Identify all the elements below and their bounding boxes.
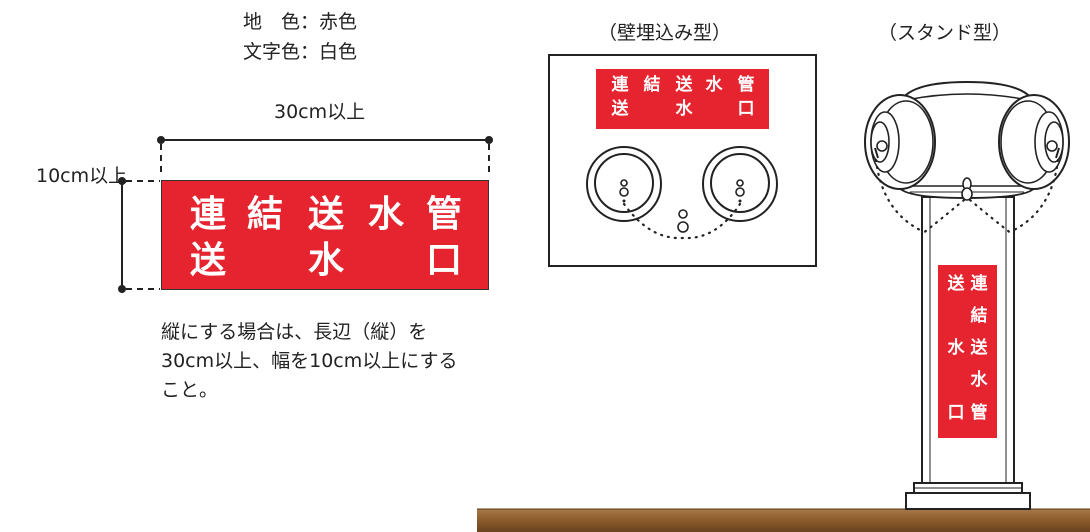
width-dimension-label: 30cm以上 <box>274 101 366 123</box>
note-line: こと。 <box>161 379 219 401</box>
sign-char: 水 <box>367 194 404 235</box>
sign-char: 結 <box>643 75 661 95</box>
sign-char: 送 <box>675 75 693 95</box>
sign-char: 連 <box>970 274 988 294</box>
stand-type-vertical-sign: 連 結 送 水 管 送 水 口 <box>938 265 997 438</box>
sign-char: 連 <box>611 75 629 95</box>
vertical-orientation-note: 縦にする場合は、長辺（縦）を 30cm以上、幅を10cm以上にする こと。 <box>161 318 457 405</box>
sign-char: 水 <box>307 240 344 281</box>
sign-char: 送 <box>611 99 629 119</box>
sign-char: 管 <box>737 75 755 95</box>
ground-color-spec: 地 色：赤色 <box>243 11 358 33</box>
sign-char: 結 <box>246 194 283 235</box>
sign-char: 水 <box>675 99 693 119</box>
sign-char: 連 <box>189 194 226 235</box>
wall-type-sign: 連 結 送 水 管 送 水 口 <box>596 69 769 129</box>
sign-char: 水 <box>947 338 965 358</box>
note-line: 30cm以上、幅を10cm以上にする <box>161 350 458 372</box>
note-line: 縦にする場合は、長辺（縦）を <box>161 321 428 343</box>
sign-char: 管 <box>425 194 462 235</box>
text-color-spec: 文字色：白色 <box>243 41 358 63</box>
sign-char: 送 <box>970 338 988 358</box>
sign-char: 口 <box>425 240 462 281</box>
stand-type-label: （スタンド型） <box>878 22 1012 44</box>
sign-char: 送 <box>307 194 344 235</box>
sign-char: 口 <box>947 403 965 423</box>
sign-char: 口 <box>737 99 755 119</box>
wall-type-label: （壁埋込み型） <box>598 22 732 44</box>
height-dimension-label: 10cm以上 <box>36 165 128 187</box>
sign-char: 送 <box>189 240 226 281</box>
sign-char: 送 <box>947 274 965 294</box>
large-horizontal-sign: 連 結 送 水 管 送 水 口 <box>161 180 489 290</box>
sign-char: 管 <box>970 403 988 423</box>
sign-char: 水 <box>970 370 988 390</box>
sign-char: 結 <box>970 306 988 326</box>
sign-char: 水 <box>705 75 723 95</box>
